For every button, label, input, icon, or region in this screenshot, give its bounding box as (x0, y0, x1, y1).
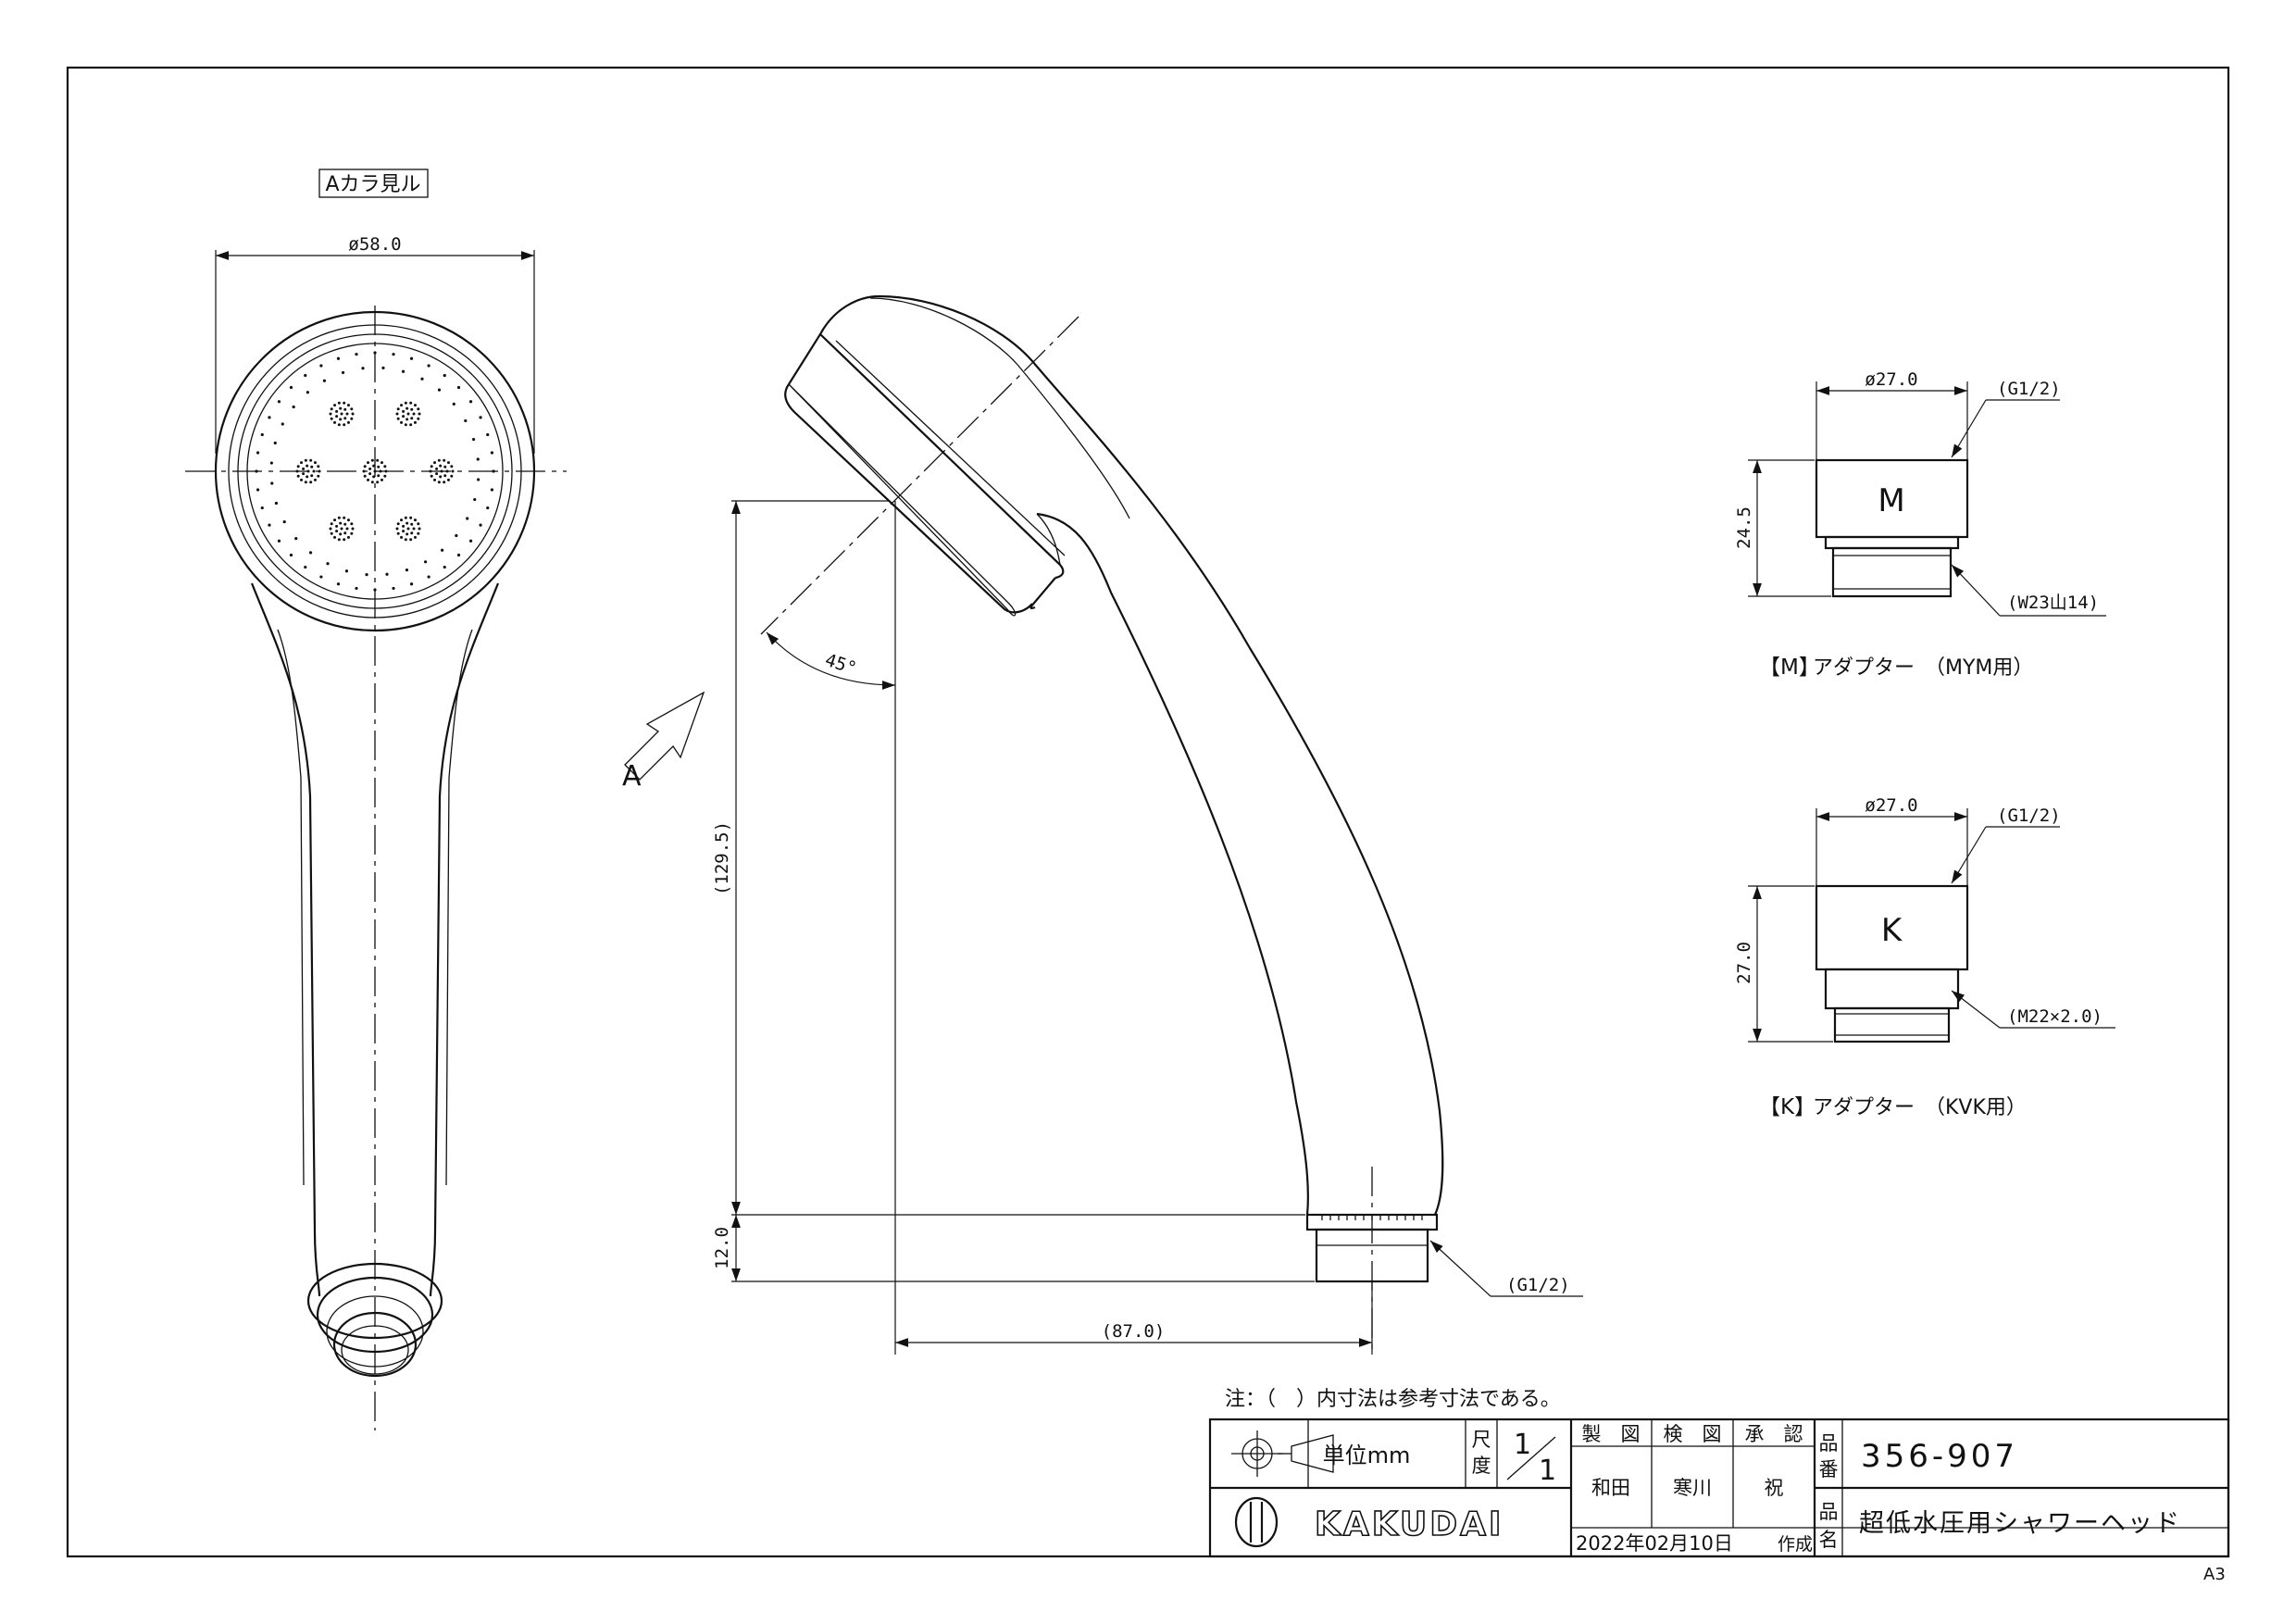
view-a-arrow (624, 691, 705, 781)
part-no-label-2: 番 (1819, 1458, 1839, 1480)
adapter-m-caption-bracket: 【M】 (1759, 656, 1820, 680)
adapter-m-letter: M (1878, 482, 1904, 519)
adapter-k-thread-top: (G1/2) (1997, 806, 2061, 826)
checked-header: 検 図 (1664, 1423, 1722, 1445)
part-number: 356-907 (1861, 1438, 2018, 1475)
rim-spray-holes (255, 351, 495, 592)
side-view: A (129.5) 12.0 (87.0) (622, 294, 1583, 1355)
adapter-m-diameter: ø27.0 (1865, 369, 1917, 390)
sheet-size: A3 (2203, 1565, 2226, 1584)
nozzle-clusters (295, 401, 455, 542)
checked-by: 寒川 (1673, 1477, 1712, 1499)
head-diameter-dim: ø58.0 (348, 234, 401, 255)
unit-label: 単位mm (1323, 1443, 1411, 1468)
part-name-label-1: 品 (1819, 1501, 1839, 1523)
adapter-m-thread-bottom: (W23山14) (2007, 593, 2099, 613)
adapter-k-caption-bracket: 【K】 (1759, 1095, 1816, 1119)
outlet-thread-label: (G1/2) (1506, 1275, 1570, 1295)
company-logo: KAKUDAI (1234, 1496, 1504, 1548)
adapter-m-thread-top: (G1/2) (1997, 379, 2061, 399)
adapter-k-caption: アダプター （KVK用） (1813, 1096, 2027, 1119)
drawn-by: 和田 (1591, 1477, 1630, 1499)
front-fitting-outer (306, 1262, 443, 1340)
handle-outer-edge (788, 294, 1444, 1216)
scale-label-1: 尺 (1472, 1429, 1491, 1451)
title-block: 単位mm 尺 度 1 1 KAKUDAI 製 図 検 図 承 認 和田 寒川 祝… (1208, 1418, 2230, 1558)
thread-height-dim: 12.0 (712, 1227, 732, 1269)
scale-denominator: 1 (1539, 1455, 1556, 1487)
adapter-k-diameter: ø27.0 (1865, 795, 1917, 816)
adapter-m-caption: アダプター （MYM用） (1813, 656, 2033, 680)
angle-dim: 45° (822, 650, 858, 680)
adapter-k-letter: K (1881, 912, 1903, 949)
part-name: 超低水圧用シャワーヘッド (1859, 1509, 2181, 1538)
view-label: Aカラ見ル (325, 173, 420, 196)
adapter-m-height: 24.5 (1734, 506, 1754, 549)
offset-length-dim: (87.0) (1102, 1321, 1166, 1342)
part-name-label-2: 名 (1819, 1529, 1839, 1551)
scale-numerator: 1 (1514, 1429, 1531, 1461)
drawn-header: 製 図 (1582, 1423, 1641, 1445)
view-label-box (318, 169, 429, 198)
third-angle-projection-icon (1231, 1430, 1334, 1477)
handle-inner-edge (1036, 512, 1309, 1216)
height-total-dim: (129.5) (712, 821, 732, 895)
adapter-k-thread-bottom: (M22×2.0) (2007, 1006, 2103, 1027)
approved-header: 承 認 (1745, 1423, 1803, 1445)
date: 2022年02月10日 (1576, 1532, 1733, 1555)
adapter-k: ø27.0 K 27.0 (G1/2) (M22×2.0) 【K】 アダプター … (1734, 795, 2115, 1119)
front-view: Aカラ見ル ø58.0 (185, 169, 567, 1430)
adapter-m: ø27.0 M 24.5 (G1/2) (W23山14) 【M】 アダプター （… (1734, 369, 2106, 680)
adapter-k-height: 27.0 (1734, 942, 1754, 984)
view-a-letter: A (622, 760, 642, 793)
scale-label-2: 度 (1472, 1455, 1491, 1477)
company-name: KAKUDAI (1315, 1505, 1504, 1543)
created-label: 作成 (1778, 1534, 1813, 1555)
approved-by: 祝 (1765, 1477, 1784, 1499)
sheet-border (66, 66, 2230, 1558)
reference-note: 注：（ ）内寸法は参考寸法である。 (1225, 1388, 1561, 1411)
part-no-label-1: 品 (1819, 1432, 1839, 1455)
